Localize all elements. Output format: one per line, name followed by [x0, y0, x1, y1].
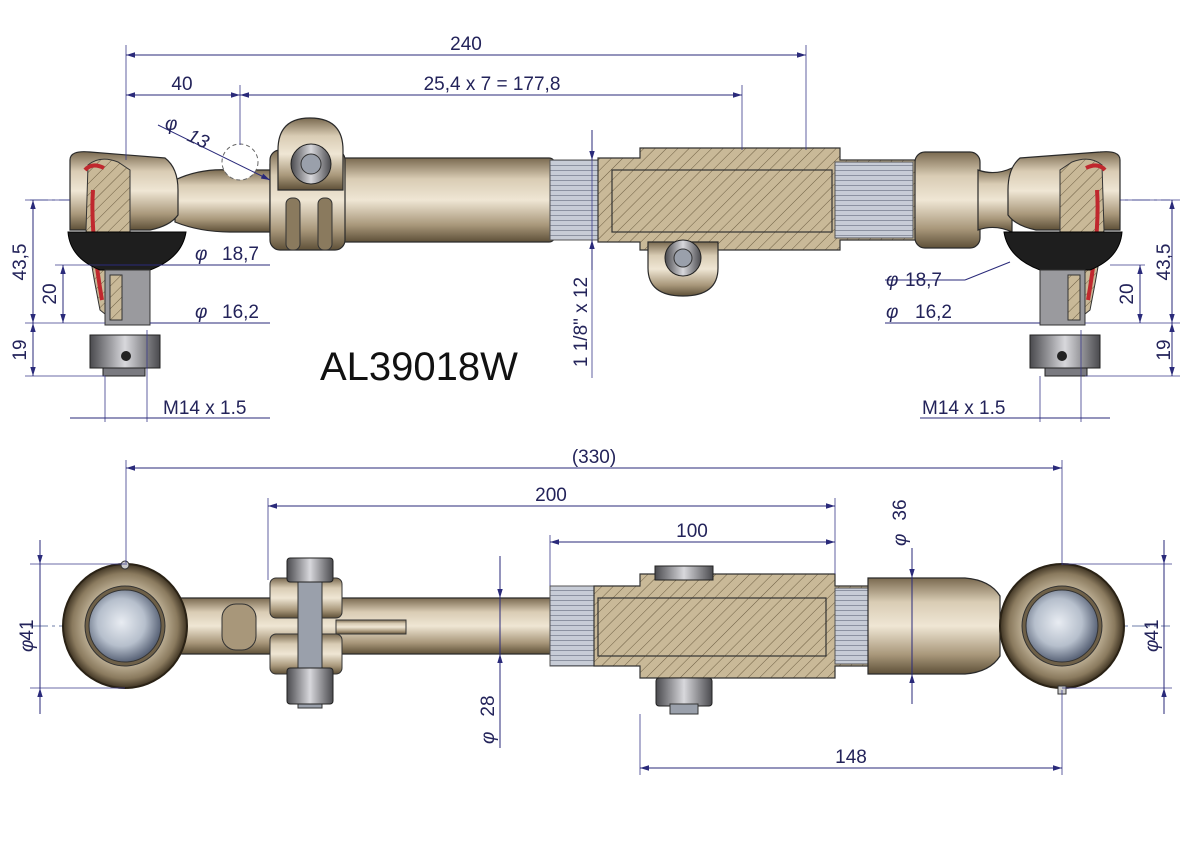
inner-rod-top — [611, 169, 833, 233]
ball-left-icon — [88, 589, 162, 663]
phi-rod-icon: φ — [478, 732, 499, 744]
dim-eye-diameter-right: 41 — [1142, 619, 1163, 640]
dim-eye-diameter-left: 41 — [17, 619, 38, 640]
lower-nut-bottom-icon — [655, 677, 713, 707]
top-view: 240 40 25,4 x 7 = 177,8 φ 13 φ 18,7 φ 16… — [10, 34, 1180, 422]
dim-rod-diameter: 28 — [478, 695, 499, 716]
dim-offset: 40 — [171, 74, 192, 95]
dim-ball-diameter-left: 18,7 — [222, 244, 259, 265]
dim-stud-length-right: 20 — [1117, 283, 1138, 304]
phi-eye-right-icon: φ — [1142, 640, 1163, 652]
dim-thread-length-right: 19 — [1154, 339, 1175, 360]
inner-thread-bottom — [834, 587, 870, 665]
bottom-view: (330) 200 100 148 φ 41 φ — [17, 447, 1172, 775]
dim-height-right: 43,5 — [1154, 244, 1175, 281]
dim-thread-pitch-length: 25,4 x 7 = 177,8 — [424, 74, 561, 95]
boot-left — [67, 231, 187, 271]
dim-stud-length-left: 20 — [40, 283, 61, 304]
dim-stud-diameter-right: 16,2 — [915, 302, 952, 323]
part-number: AL39018W — [320, 345, 518, 389]
dim-tube-thread: 1 1/8" x 12 — [571, 277, 592, 367]
dim-adjust-length: 200 — [535, 485, 567, 506]
dim-height-left: 43,5 — [10, 244, 31, 281]
body-right-bottom — [867, 577, 1001, 675]
bolt-head-top-icon — [286, 557, 334, 583]
inner-rod-bottom — [597, 597, 827, 657]
ball-joint-left — [67, 151, 187, 377]
dim-thread-length-left: 19 — [10, 339, 31, 360]
dim-stud-diameter-left: 16,2 — [222, 302, 259, 323]
phi-stud-right-icon: φ — [886, 302, 898, 323]
dim-stud-thread-left: M14 x 1.5 — [163, 398, 246, 419]
neck-right-top — [977, 167, 1013, 233]
castle-nut-right-icon — [1029, 334, 1101, 369]
thread-section-top — [549, 159, 599, 241]
ball-joint-right — [1003, 151, 1123, 377]
phi-ball-left-icon: φ — [195, 244, 207, 265]
phi-stud-left-icon: φ — [195, 302, 207, 323]
dim-overall-length-bottom: (330) — [572, 447, 616, 468]
body-right-top — [914, 151, 981, 249]
inner-thread-top — [834, 161, 914, 239]
dim-section-length: 100 — [676, 521, 708, 542]
dim-ball-diameter-right: 18,7 — [905, 270, 942, 291]
phi-body-icon: φ — [890, 534, 911, 546]
hole-outline — [221, 143, 259, 181]
phi-ball-right-icon: φ — [886, 270, 898, 291]
ball-right-icon — [1025, 589, 1099, 663]
thread-section-bottom — [549, 585, 595, 667]
bottom-dimensions: (330) 200 100 148 φ 41 φ — [17, 447, 1172, 775]
dim-stud-thread-right: M14 x 1.5 — [922, 398, 1005, 419]
boot-right — [1003, 231, 1123, 271]
slot-bottom — [221, 603, 257, 651]
nut-bottom-icon — [286, 667, 334, 705]
phi-eye-left-icon: φ — [17, 640, 38, 652]
dim-overall-length: 240 — [450, 34, 482, 55]
dim-body-diameter: 36 — [890, 499, 911, 520]
dim-end-length: 148 — [835, 747, 867, 768]
rod-left — [174, 169, 281, 233]
phi-hole-icon: φ — [165, 114, 177, 135]
